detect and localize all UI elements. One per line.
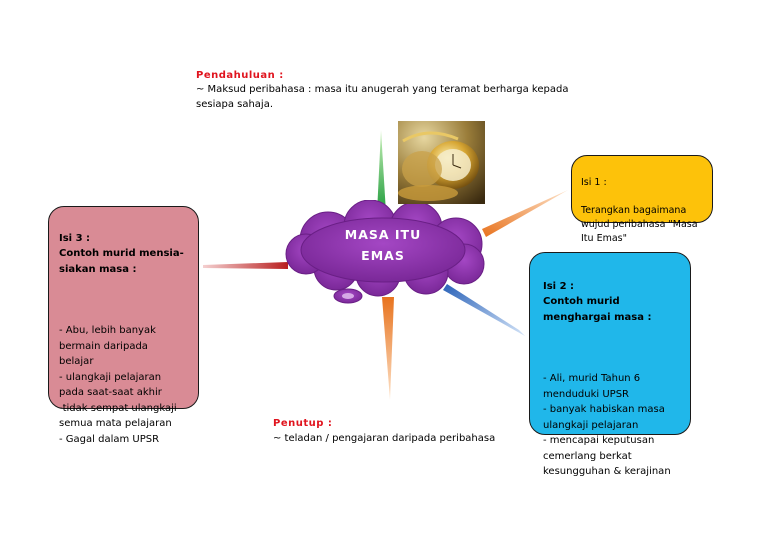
pocket-watch-image bbox=[398, 121, 485, 204]
pendahuluan-label: Pendahuluan : bbox=[196, 70, 284, 81]
isi3-heading: Isi 3 : Contoh murid mensia- siakan masa… bbox=[59, 231, 188, 278]
pendahuluan-text: ~ Maksud peribahasa : masa itu anugerah … bbox=[196, 82, 576, 112]
isi1-heading: Isi 1 : bbox=[581, 176, 703, 190]
isi2-text: - Ali, murid Tahun 6 menduduki UPSR - ba… bbox=[543, 371, 677, 480]
branch-penutup bbox=[382, 297, 394, 400]
branch-isi3 bbox=[203, 262, 288, 269]
isi2-heading: Isi 2 : Contoh murid menghargai masa : bbox=[543, 279, 677, 326]
isi1-box: Isi 1 : Terangkan bagaimana wujud periba… bbox=[571, 155, 713, 223]
isi2-box: Isi 2 : Contoh murid menghargai masa : -… bbox=[529, 252, 691, 435]
isi1-text: Terangkan bagaimana wujud peribahasa "Ma… bbox=[581, 204, 703, 246]
penutup-text: ~ teladan / pengajaran daripada peribaha… bbox=[273, 431, 573, 446]
penutup-label: Penutup : bbox=[273, 418, 332, 429]
isi3-text: - Abu, lebih banyak bermain daripada bel… bbox=[59, 323, 188, 447]
isi3-box: Isi 3 : Contoh murid mensia- siakan masa… bbox=[48, 206, 199, 409]
central-topic-title: MASA ITU EMAS bbox=[318, 224, 448, 266]
